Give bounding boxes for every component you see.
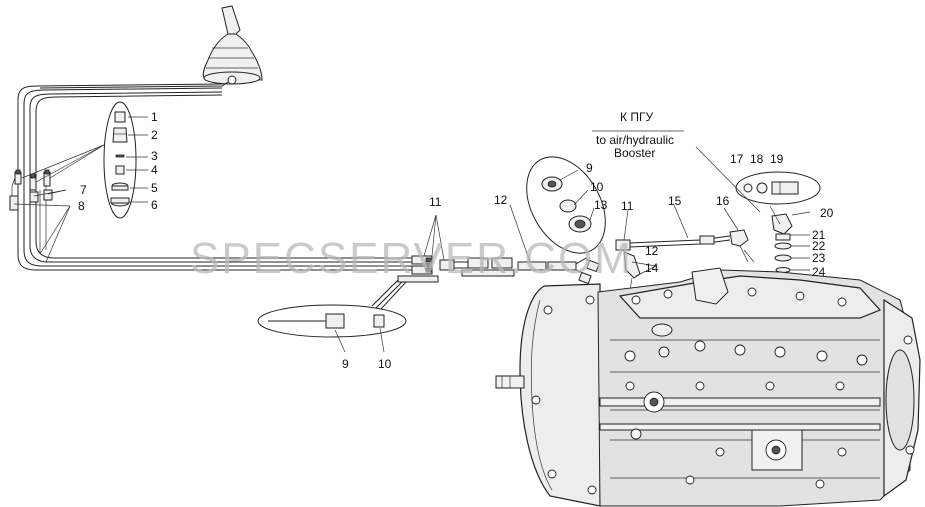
left-leaders <box>13 116 148 263</box>
callout-1: 1 <box>151 110 158 124</box>
transmission-housing <box>495 267 921 507</box>
annotation-ru: К ПГУ <box>620 110 653 124</box>
callout-9-bottom: 9 <box>342 357 349 371</box>
parts-ellipse-9-10-13 <box>526 156 606 254</box>
callout-16: 16 <box>716 194 730 208</box>
annotation-en-line1: to air/hydraulic <box>596 133 674 147</box>
callout-11-left: 11 <box>429 195 442 209</box>
parts-ellipse-1-6 <box>103 101 137 219</box>
callout-17: 17 <box>730 152 744 166</box>
callout-14: 14 <box>645 261 659 275</box>
callout-22: 22 <box>812 239 826 253</box>
callout-6: 6 <box>151 198 158 212</box>
callout-24: 24 <box>812 265 826 279</box>
callout-20: 20 <box>820 206 834 220</box>
callout-4: 4 <box>151 163 158 177</box>
label-leaders <box>423 130 761 277</box>
housing-bolts <box>531 287 915 495</box>
callout-13: 13 <box>594 198 608 212</box>
callout-3: 3 <box>151 149 158 163</box>
parts-ellipse-9-10-bottom <box>257 304 407 353</box>
callout-8: 8 <box>78 199 85 213</box>
callout-23: 23 <box>812 251 826 265</box>
callout-18: 18 <box>750 152 764 166</box>
parts-ellipse-17-19 <box>735 171 821 205</box>
annotation-en-line2: Booster <box>614 146 655 160</box>
fittings-20-24 <box>769 205 811 273</box>
callout-12-right: 12 <box>645 244 659 258</box>
pipe-segments <box>461 257 600 285</box>
callout-9-top: 9 <box>586 161 593 175</box>
callout-12-left: 12 <box>494 193 508 207</box>
callout-21: 21 <box>812 228 826 242</box>
center-fitting-cluster <box>371 255 470 311</box>
callout-10-top: 10 <box>590 180 604 194</box>
callout-15: 15 <box>668 194 682 208</box>
callout-10-bottom: 10 <box>378 357 392 371</box>
callout-5: 5 <box>151 181 158 195</box>
booster-tube <box>615 229 755 291</box>
gear-shift-lever <box>39 5 263 89</box>
watermark: SPECSERVER.COM <box>190 234 633 283</box>
callout-11-right: 11 <box>621 199 634 213</box>
left-fittings <box>9 169 53 211</box>
callout-19: 19 <box>770 152 784 166</box>
callout-7: 7 <box>80 183 87 197</box>
callout-2: 2 <box>151 128 158 142</box>
